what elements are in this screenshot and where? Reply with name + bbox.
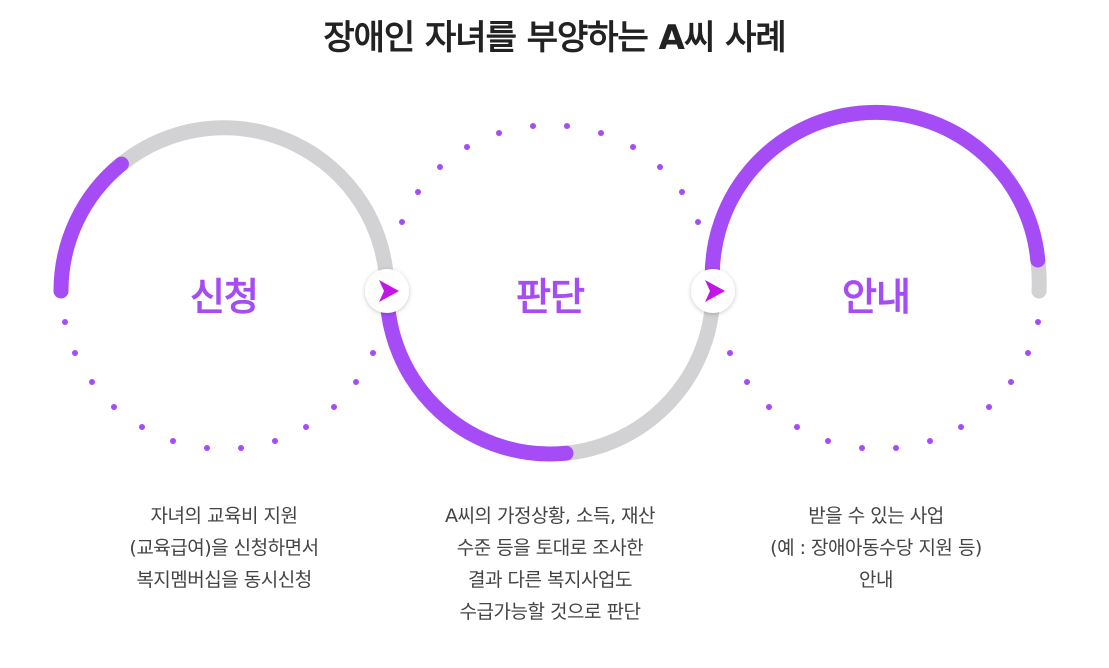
circle-apply-progress bbox=[53, 156, 129, 299]
step-description-guide: 받을 수 있는 사업 (예 : 장애아동수당 지원 등) 안내 bbox=[726, 500, 1026, 596]
circle-apply-track bbox=[113, 120, 395, 299]
step-circle-guide bbox=[704, 104, 1047, 451]
step-description-judge: A씨의 가정상황, 소득, 재산 수준 등을 토대로 조사한 결과 다른 복지사… bbox=[400, 500, 700, 628]
step-circle-apply bbox=[53, 120, 395, 451]
circle-guide-progress bbox=[704, 104, 1046, 299]
description-line: (예 : 장애아동수당 지원 등) bbox=[770, 537, 982, 559]
description-line: (교육급여)을 신청하면서 bbox=[129, 537, 319, 559]
description-line: 결과 다른 복지사업도 bbox=[468, 569, 632, 591]
arrow-right-icon bbox=[365, 269, 409, 313]
arrow-right-icon bbox=[691, 269, 735, 313]
description-line: 수준 등을 토대로 조사한 bbox=[456, 537, 644, 559]
step-label-guide: 안내 bbox=[842, 275, 911, 319]
step-label-apply: 신청 bbox=[190, 275, 259, 319]
step-circle-judge bbox=[379, 123, 721, 462]
step-label-judge: 판단 bbox=[516, 275, 585, 319]
circle-apply-dots bbox=[62, 319, 376, 451]
description-line: 안내 bbox=[859, 569, 893, 591]
page-title: 장애인 자녀를 부양하는 A씨 사례 bbox=[323, 18, 786, 58]
description-line: 수급가능할 것으로 판단 bbox=[459, 601, 641, 623]
circle-judge-progress bbox=[379, 283, 574, 462]
description-line: A씨의 가정상황, 소득, 재산 bbox=[445, 505, 656, 527]
description-line: 복지멤버십을 동시신청 bbox=[136, 569, 312, 591]
circle-guide-dots bbox=[727, 319, 1041, 451]
description-line: 자녀의 교육비 지원 bbox=[150, 505, 298, 527]
circle-judge-track bbox=[558, 283, 721, 461]
description-line: 받을 수 있는 사업 bbox=[808, 505, 944, 527]
circle-judge-dots bbox=[399, 123, 701, 225]
step-description-apply: 자녀의 교육비 지원 (교육급여)을 신청하면서 복지멤버십을 동시신청 bbox=[74, 500, 374, 596]
